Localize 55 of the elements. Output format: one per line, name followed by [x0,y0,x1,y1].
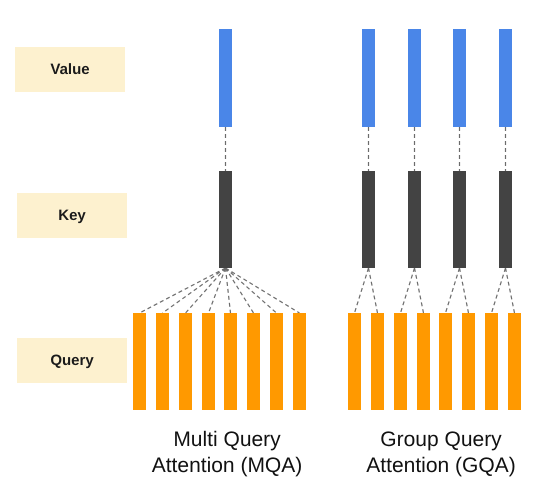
value-head-bar [362,29,375,127]
connector-line [504,268,516,314]
connector-line [414,127,416,171]
row-label: Query [50,352,94,369]
query-head-bar [202,313,215,410]
query-head-bar [224,313,237,410]
connector-line [162,268,226,314]
query-head-bar [293,313,306,410]
connector-line [139,267,226,314]
connector-line [185,268,226,314]
key-head-bar [453,171,466,268]
value-head-bar [499,29,512,127]
connector-line [504,127,506,171]
connector-line [400,268,416,314]
connector-line [458,268,470,314]
connector-line [458,127,460,171]
label-card [17,193,127,238]
connector-line [225,267,300,314]
row-label: Value [50,61,90,78]
connector-line [225,268,254,314]
diagram-caption: Multi Query Attention (MQA) [150,427,304,479]
query-head-bar [439,313,452,410]
connector-line [208,268,226,314]
query-head-bar [508,313,521,410]
query-head-bar [462,313,475,410]
query-head-bar [348,313,361,410]
query-head-bar [371,313,384,410]
value-head-bar [219,29,232,127]
connector-line [490,268,506,314]
key-head-bar [499,171,512,268]
query-head-bar [156,313,169,410]
connector-line [414,268,424,314]
query-head-bar [179,313,192,410]
connector-line [224,268,232,314]
key-head-bar [408,171,421,268]
key-head-bar [362,171,375,268]
connector-line [225,268,277,314]
diagram-caption: Group Query Attention (GQA) [365,427,517,479]
label-card [17,338,127,383]
query-head-bar [247,313,260,410]
row-label: Key [58,207,86,224]
query-head-bar [394,313,407,410]
value-head-bar [453,29,466,127]
query-head-bar [485,313,498,410]
connector-line [224,127,226,171]
value-head-bar [408,29,421,127]
connector-line [368,127,370,171]
key-head-bar [219,171,232,268]
query-head-bar [270,313,283,410]
connector-line [444,268,460,314]
label-card [15,47,125,92]
connector-line [368,268,378,314]
connector-line [354,268,370,314]
query-head-bar [417,313,430,410]
query-head-bar [133,313,146,410]
